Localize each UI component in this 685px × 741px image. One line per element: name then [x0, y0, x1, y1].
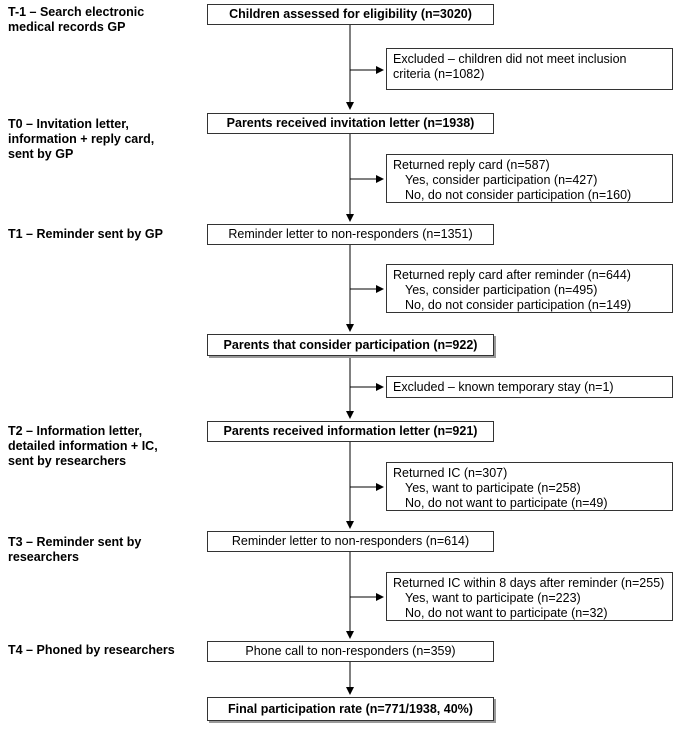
- box-text: Phone call to non-responders (n=359): [245, 644, 456, 658]
- stage-label-line: T-1 – Search electronic: [8, 5, 145, 19]
- side-box-returned-ic: Returned IC (n=307) Yes, want to partici…: [386, 462, 673, 511]
- box-phone-call: Phone call to non-responders (n=359): [207, 641, 494, 662]
- side-box-line: No, do not consider participation (n=149…: [405, 298, 632, 312]
- stage-label-line: T0 – Invitation letter,: [8, 117, 129, 131]
- side-box-reply-card: Returned reply card (n=587) Yes, conside…: [386, 154, 673, 203]
- stage-label-line: sent by researchers: [8, 454, 127, 468]
- side-box-reply-card-reminder: Returned reply card after reminder (n=64…: [386, 264, 673, 313]
- side-box-line: No, do not consider participation (n=160…: [405, 188, 632, 202]
- box-text: Reminder letter to non-responders (n=135…: [228, 227, 473, 241]
- side-box-line: Excluded – children did not meet inclusi…: [393, 52, 627, 66]
- stage-label-line: T1 – Reminder sent by GP: [8, 227, 163, 241]
- box-text: Reminder letter to non-responders (n=614…: [231, 534, 470, 548]
- stage-label-line: T4 – Phoned by researchers: [8, 643, 175, 657]
- stage-label-line: detailed information + IC,: [8, 439, 158, 453]
- side-box-line: Returned reply card after reminder (n=64…: [393, 268, 631, 282]
- stage-label-t1: T1 – Reminder sent by GP: [8, 227, 163, 242]
- stage-label-line: researchers: [8, 550, 79, 564]
- side-box-line: Yes, want to participate (n=258): [405, 481, 581, 495]
- side-box-line: Yes, consider participation (n=495): [405, 283, 598, 297]
- side-box-line: criteria (n=1082): [393, 67, 485, 81]
- stage-label-t3: T3 – Reminder sent by researchers: [8, 535, 141, 565]
- stage-label-t-minus-1: T-1 – Search electronic medical records …: [8, 5, 144, 35]
- box-invitation-letter: Parents received invitation letter (n=19…: [207, 113, 494, 134]
- stage-label-t2: T2 – Information letter, detailed inform…: [8, 424, 158, 469]
- box-final-participation: Final participation rate (n=771/1938, 40…: [207, 697, 494, 721]
- box-text: Parents received information letter (n=9…: [223, 424, 478, 438]
- box-children-assessed: Children assessed for eligibility (n=302…: [207, 4, 494, 25]
- side-box-line: Yes, want to participate (n=223): [405, 591, 581, 605]
- side-box-line: No, do not want to participate (n=32): [405, 606, 608, 620]
- box-text: Final participation rate (n=771/1938, 40…: [228, 701, 473, 716]
- box-text: Parents received invitation letter (n=19…: [226, 116, 475, 130]
- side-box-line: Returned reply card (n=587): [393, 158, 550, 172]
- side-box-line: Yes, consider participation (n=427): [405, 173, 598, 187]
- stage-label-t4: T4 – Phoned by researchers: [8, 643, 175, 658]
- stage-label-line: T2 – Information letter,: [8, 424, 143, 438]
- side-box-line: No, do not want to participate (n=49): [405, 496, 608, 510]
- stage-label-line: medical records GP: [8, 20, 126, 34]
- box-information-letter: Parents received information letter (n=9…: [207, 421, 494, 442]
- side-box-line: Excluded – known temporary stay (n=1): [393, 380, 614, 394]
- side-box-excluded-inclusion: Excluded – children did not meet inclusi…: [386, 48, 673, 90]
- box-reminder-researchers: Reminder letter to non-responders (n=614…: [207, 531, 494, 552]
- box-text: Children assessed for eligibility (n=302…: [229, 7, 472, 21]
- side-box-excluded-temporary: Excluded – known temporary stay (n=1): [386, 376, 673, 398]
- stage-label-line: information + reply card,: [8, 132, 155, 146]
- stage-label-line: T3 – Reminder sent by: [8, 535, 142, 549]
- stage-label-line: sent by GP: [8, 147, 74, 161]
- box-text: Parents that consider participation (n=9…: [223, 337, 478, 352]
- stage-label-t0: T0 – Invitation letter, information + re…: [8, 117, 154, 162]
- side-box-line: Returned IC (n=307): [393, 466, 508, 480]
- box-consider-participation: Parents that consider participation (n=9…: [207, 334, 494, 356]
- side-box-line: Returned IC within 8 days after reminder…: [393, 576, 665, 590]
- box-reminder-gp: Reminder letter to non-responders (n=135…: [207, 224, 494, 245]
- side-box-returned-ic-reminder: Returned IC within 8 days after reminder…: [386, 572, 673, 621]
